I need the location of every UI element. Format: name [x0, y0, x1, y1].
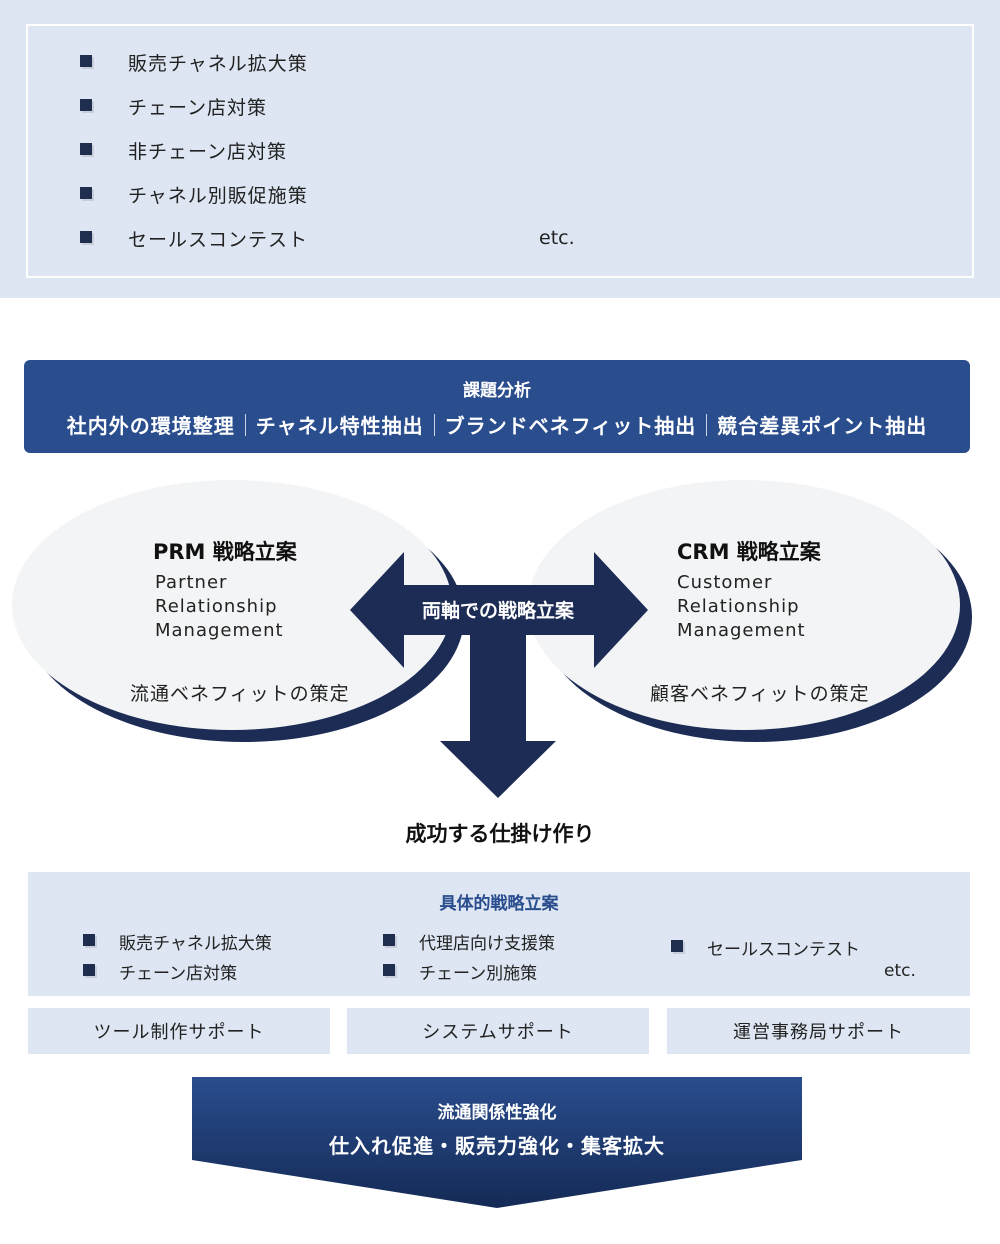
square-bullet-icon: [80, 55, 94, 69]
top-list-box: [26, 24, 974, 278]
center-label: 両軸での戦略立案: [421, 600, 574, 622]
square-bullet-icon: [383, 964, 397, 978]
result-arrow-shape: [192, 1077, 802, 1208]
top-list-item: チェーン店対策: [80, 91, 267, 121]
top-list-item-label: チェーン店対策: [128, 96, 268, 119]
three-way-arrow-shape: [350, 552, 648, 798]
concrete-etc: etc.: [884, 961, 916, 981]
analysis-item: 社内外の環境整理: [66, 414, 235, 438]
crm-subtitle: Customer Relationship Management: [677, 571, 806, 643]
support-box: ツール制作サポート: [28, 1008, 330, 1054]
square-bullet-icon: [80, 187, 94, 201]
crm-sub-line: Relationship: [677, 596, 800, 617]
result-main: 仕入れ促進・販売力強化・集客拡大: [329, 1134, 665, 1158]
analysis-item: チャネル特性抽出: [255, 414, 424, 438]
prm-sub-line: Partner: [155, 572, 228, 593]
crm-sub-line: Customer: [677, 572, 773, 593]
top-list-item: 販売チャネル拡大策: [80, 47, 308, 77]
square-bullet-icon: [383, 934, 397, 948]
top-list-item: セールスコンテスト: [80, 223, 308, 253]
crm-title: CRM 戦略立案: [677, 540, 821, 564]
top-list-item-label: 非チェーン店対策: [128, 140, 288, 163]
top-band: [0, 0, 1000, 298]
top-list-item-label: 販売チャネル拡大策: [128, 52, 308, 75]
square-bullet-icon: [83, 964, 97, 978]
analysis-title: 課題分析: [463, 381, 531, 401]
analysis-items: 社内外の環境整理 チャネル特性抽出 ブランドベネフィット抽出 競合差異ポイント抽…: [24, 410, 970, 439]
crm-benefit: 顧客ベネフィットの策定: [650, 683, 870, 705]
divider: [244, 413, 246, 436]
top-list-item-label: セールスコンテスト: [128, 228, 309, 251]
support-box: 運営事務局サポート: [667, 1008, 970, 1054]
square-bullet-icon: [80, 99, 94, 113]
prm-title: PRM 戦略立案: [153, 540, 297, 564]
concrete-item: 代理店向け支援策: [383, 930, 555, 954]
result-title: 流通関係性強化: [437, 1103, 557, 1123]
concrete-item-label: チェーン別施策: [419, 963, 538, 984]
top-list-item: チャネル別販促施策: [80, 179, 308, 209]
concrete-title: 具体的戦略立案: [439, 894, 559, 914]
square-bullet-icon: [671, 940, 685, 954]
square-bullet-icon: [80, 231, 94, 245]
top-list-item-label: チャネル別販促施策: [128, 184, 308, 207]
concrete-item: 販売チャネル拡大策: [83, 930, 272, 954]
square-bullet-icon: [80, 143, 94, 157]
concrete-item: チェーン店対策: [83, 960, 238, 984]
divider: [706, 413, 708, 436]
analysis-bar: 課題分析 社内外の環境整理 チャネル特性抽出 ブランドベネフィット抽出 競合差異…: [24, 360, 970, 453]
analysis-item: ブランドベネフィット抽出: [444, 414, 697, 438]
top-list-item: 非チェーン店対策: [80, 135, 287, 165]
prm-benefit: 流通ベネフィットの策定: [130, 683, 350, 705]
divider: [433, 413, 435, 436]
square-bullet-icon: [83, 934, 97, 948]
top-list-etc: etc.: [539, 227, 575, 249]
concrete-item: セールスコンテスト: [671, 936, 860, 960]
concrete-item-label: 代理店向け支援策: [419, 933, 555, 954]
success-heading: 成功する仕掛け作り: [405, 822, 595, 846]
analysis-item: 競合差異ポイント抽出: [717, 414, 928, 438]
concrete-item-label: セールスコンテスト: [707, 939, 860, 960]
concrete-panel: 具体的戦略立案 販売チャネル拡大策 チェーン店対策 代理店向け支援策 チェーン別…: [28, 872, 970, 996]
crm-sub-line: Management: [677, 620, 806, 641]
support-box: システムサポート: [347, 1008, 649, 1054]
concrete-item: チェーン別施策: [383, 960, 538, 984]
prm-subtitle: Partner Relationship Management: [155, 571, 284, 643]
prm-sub-line: Relationship: [155, 596, 278, 617]
concrete-item-label: 販売チャネル拡大策: [119, 933, 272, 954]
concrete-item-label: チェーン店対策: [119, 963, 238, 984]
prm-sub-line: Management: [155, 620, 284, 641]
